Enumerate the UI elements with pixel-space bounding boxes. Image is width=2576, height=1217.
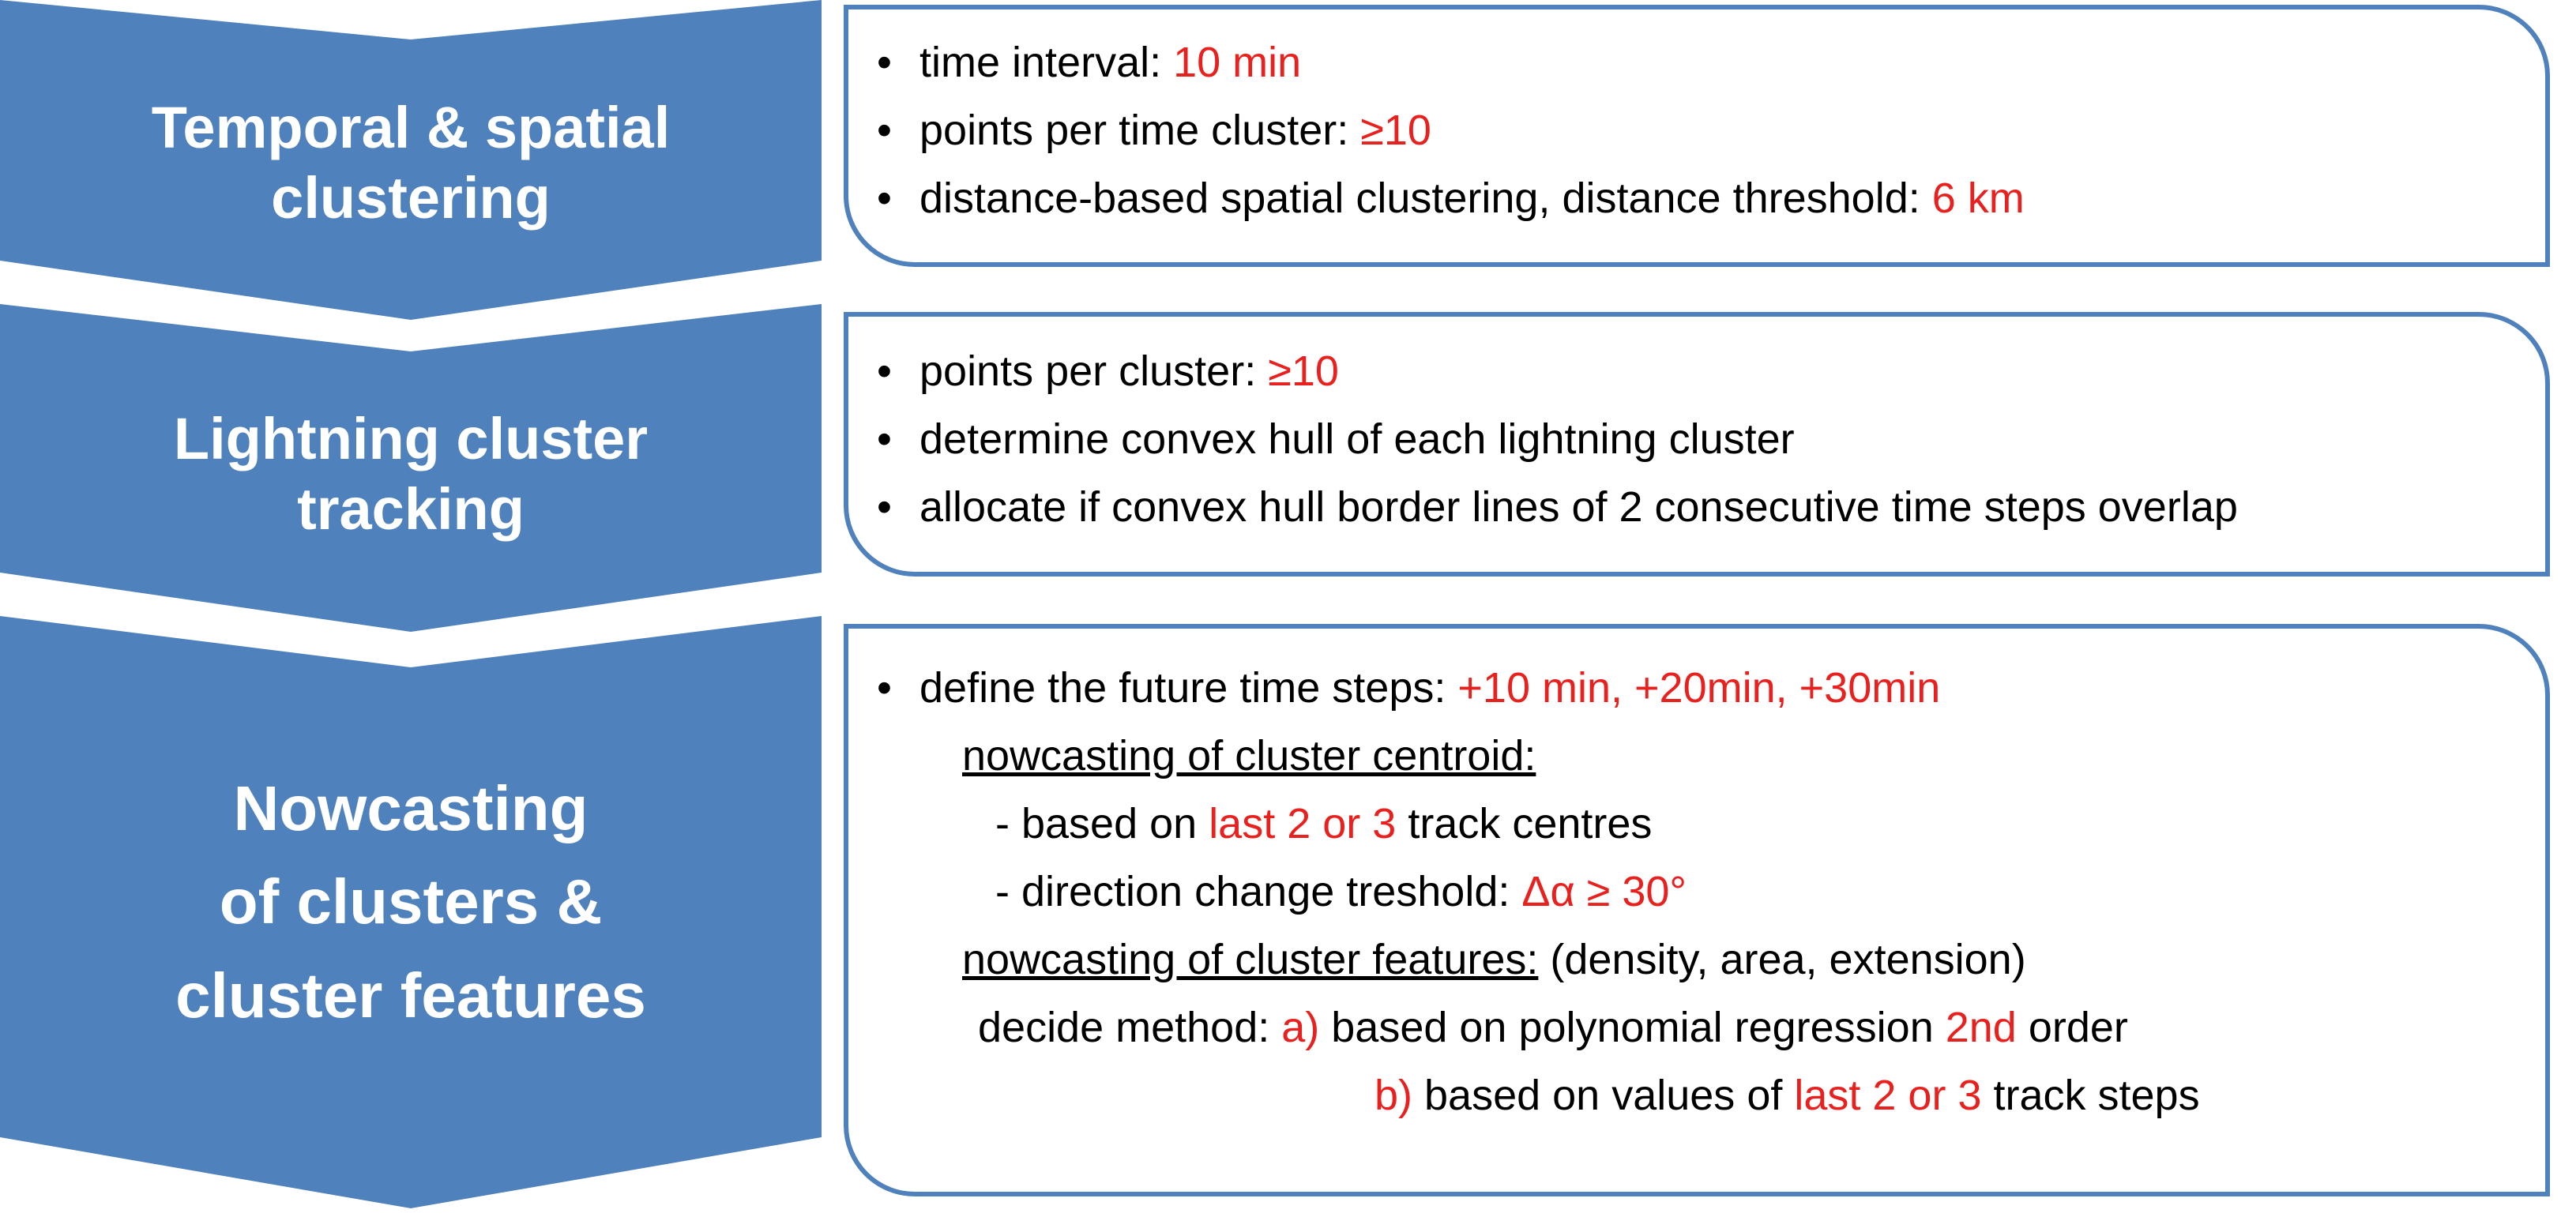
process-chevrons: [0, 0, 822, 1208]
step-3-title: Nowcasting of clusters & cluster feature…: [175, 773, 646, 1031]
bullet-dot: •: [877, 347, 892, 395]
chevron-step-1: [0, 0, 822, 320]
bullet-dot: •: [877, 483, 892, 531]
step-1-bullet-2: •points per time cluster: ≥10: [877, 107, 1431, 154]
step-2-title: Lightning cluster tracking: [173, 406, 649, 542]
features-heading: nowcasting of cluster features: (density…: [962, 936, 2026, 983]
method-a: decide method: a) based on polynomial re…: [978, 1004, 2128, 1051]
chevron-step-2: [0, 304, 822, 632]
step-2-details: •points per cluster: ≥10 •determine conv…: [877, 350, 2521, 554]
centroid-heading: nowcasting of cluster centroid:: [962, 732, 1536, 779]
step-3-details-box: •define the future time steps: +10 min, …: [844, 624, 2550, 1196]
bullet-dot: •: [877, 415, 892, 463]
bullet-dot: •: [877, 175, 892, 222]
step-1-details: •time interval: 10 min •points per time …: [877, 41, 2521, 245]
centroid-item-1: - based on last 2 or 3 track centres: [995, 800, 1653, 847]
step-1-bullet-1: •time interval: 10 min: [877, 39, 1302, 86]
step-1-bullet-3: •distance-based spatial clustering, dist…: [877, 175, 2025, 222]
chevron-step-3: [0, 616, 822, 1208]
bullet-dot: •: [877, 664, 892, 712]
step-3-details: •define the future time steps: +10 min, …: [877, 667, 2521, 1142]
step-2-details-box: •points per cluster: ≥10 •determine conv…: [844, 312, 2550, 577]
bullet-dot: •: [877, 39, 892, 86]
centroid-item-2: - direction change treshold: Δα ≥ 30°: [995, 868, 1687, 915]
step-2-bullet-3: •allocate if convex hull border lines of…: [877, 483, 2238, 531]
bullet-dot: •: [877, 107, 892, 154]
step-2-bullet-2: •determine convex hull of each lightning…: [877, 415, 1795, 463]
step-2-bullet-1: •points per cluster: ≥10: [877, 347, 1339, 395]
step-1-title: Temporal & spatial clustering: [151, 95, 671, 231]
future-time-steps-bullet: •define the future time steps: +10 min, …: [877, 664, 1941, 712]
step-1-details-box: •time interval: 10 min •points per time …: [844, 5, 2550, 267]
method-b: b) based on values of last 2 or 3 track …: [1374, 1072, 2200, 1119]
